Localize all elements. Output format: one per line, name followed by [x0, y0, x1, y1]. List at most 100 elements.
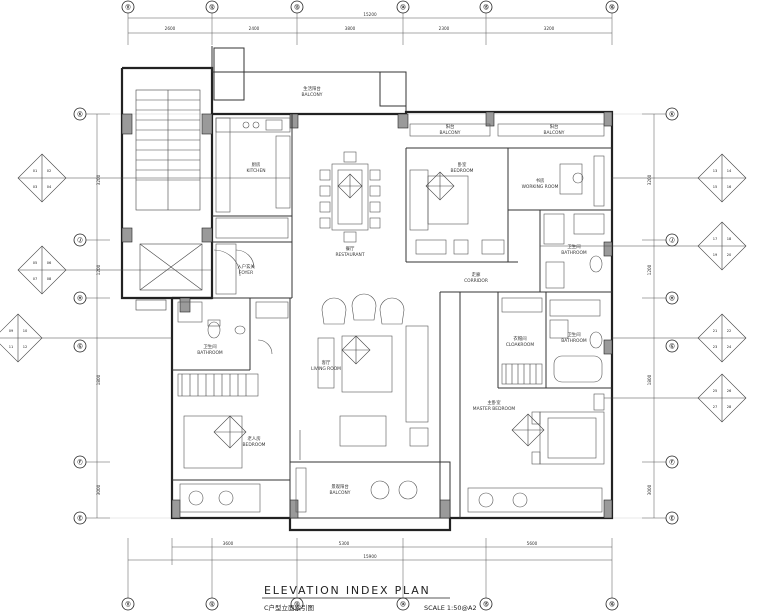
- axis-marker: Ⓚ: [669, 111, 674, 118]
- living-furniture: [299, 293, 429, 460]
- dim-right: 1200: [647, 264, 652, 275]
- axis-marker: ⑫: [209, 601, 214, 608]
- room-label-en: BALCONY: [302, 92, 323, 98]
- room-label-cn: 厨房: [252, 161, 261, 168]
- dim-top-overall: 15200: [363, 12, 377, 17]
- tag-number: 27: [713, 405, 718, 409]
- room-label-cn: 卫生间: [203, 343, 216, 350]
- tag-number: 01: [33, 169, 38, 173]
- axis-marker: Ⓕ: [669, 459, 674, 466]
- room-label-cn: 阳台: [550, 123, 559, 130]
- room-label-en: BALCONY: [330, 490, 351, 496]
- room-label-en: BATHROOM: [561, 338, 587, 344]
- room-label-en: BATHROOM: [197, 350, 223, 356]
- room-label-cn: 卫生间: [567, 331, 580, 338]
- room-label-cn: 主卧室: [487, 399, 501, 406]
- bath-b-fixtures: [543, 213, 605, 289]
- axis-marker: Ⓙ: [669, 237, 674, 244]
- axis-marker: ⑬: [294, 601, 299, 608]
- tag-number: 24: [727, 345, 732, 349]
- plan-subtitle: C户型立面索引图: [264, 603, 314, 612]
- room-label-cn: 书房: [536, 177, 545, 184]
- title-block: ELEVATION INDEX PLAN C户型立面索引图 SCALE 1:50…: [262, 584, 477, 612]
- index-tag-right-2: 17 18 19 20: [697, 221, 747, 271]
- dim-top-seg: 3800: [345, 26, 356, 31]
- index-tag-left-1: 01 02 03 04: [17, 153, 67, 203]
- dim-right: 3000: [647, 484, 652, 495]
- tag-number: 08: [47, 277, 52, 281]
- room-label-cn: 客厅: [322, 359, 331, 366]
- left-dimensions: 3200 1200 1800 3000 Ⓚ Ⓙ Ⓗ Ⓖ Ⓕ Ⓔ: [73, 107, 110, 525]
- room-label-cn: 景观阳台: [331, 483, 349, 490]
- bottom-axis-markers: ⑪ ⑫ ⑬ ⑭ ⑮ ⑯: [121, 597, 619, 611]
- room-label-en: BALCONY: [440, 130, 461, 136]
- tag-number: 09: [9, 329, 14, 333]
- dim-top-seg: 2400: [249, 26, 260, 31]
- tag-number: 26: [727, 389, 732, 393]
- axis-marker: ⑭: [400, 601, 405, 608]
- dim-left: 3200: [96, 174, 101, 185]
- bath-a-fixtures: [177, 249, 289, 355]
- room-label-en: RESTAURANT: [335, 252, 364, 258]
- dim-bottom-overall: 15900: [363, 554, 377, 559]
- tag-number: 21: [713, 329, 718, 333]
- plan-title: ELEVATION INDEX PLAN: [264, 584, 431, 597]
- tag-number: 28: [727, 405, 732, 409]
- dim-top-seg: 3200: [544, 26, 555, 31]
- room-label-en: BATHROOM: [561, 250, 587, 256]
- top-axis-markers: ⑪ ⑫ ⑬ ⑭ ⑮ ⑯: [121, 0, 619, 14]
- bedroom-a-furniture: [409, 123, 605, 255]
- dim-left: 1800: [96, 374, 101, 385]
- dim-right: 1800: [647, 374, 652, 385]
- room-label-cn: 衣帽间: [513, 335, 526, 342]
- tag-number: 16: [727, 185, 732, 189]
- tag-number: 04: [47, 185, 52, 189]
- room-label-en: CLOAKROOM: [506, 342, 535, 348]
- room-label-cn: 餐厅: [346, 245, 355, 252]
- dim-left: 3000: [96, 484, 101, 495]
- axis-marker: Ⓕ: [77, 459, 82, 466]
- tag-number: 10: [23, 329, 28, 333]
- bottom-dimensions: 3600 5300 5600 15900: [127, 538, 613, 600]
- tag-number: 06: [47, 261, 52, 265]
- index-tag-left-3: 09 10 11 12: [0, 313, 43, 363]
- tag-number: 19: [713, 253, 718, 257]
- room-label-cn: 阳台: [446, 123, 455, 130]
- axis-marker: ⑪: [125, 601, 130, 608]
- axis-marker: Ⓖ: [669, 343, 674, 350]
- axis-marker: ⑮: [483, 4, 488, 11]
- index-tags: 01 02 03 04 05 06 07 08 09 10 11 12: [0, 153, 747, 449]
- tag-number: 18: [727, 237, 732, 241]
- tag-number: 25: [713, 389, 718, 393]
- interior-walls: [172, 114, 612, 518]
- axis-marker: Ⓚ: [77, 111, 82, 118]
- tag-number: 05: [33, 261, 38, 265]
- room-label-en: BEDROOM: [451, 168, 474, 174]
- room-label-en: FOYER: [239, 270, 253, 276]
- index-tag-right-1: 13 14 15 16: [697, 153, 747, 203]
- outer-walls: [120, 46, 614, 532]
- dim-bottom-seg: 5300: [339, 541, 350, 546]
- room-label-en: BALCONY: [544, 130, 565, 136]
- kitchen-fixtures: [215, 117, 291, 295]
- room-label-en: KITCHEN: [246, 168, 265, 174]
- tag-number: 02: [47, 169, 52, 173]
- axis-marker: Ⓗ: [669, 295, 674, 302]
- dim-right: 3200: [647, 174, 652, 185]
- dim-top-seg: 2600: [165, 26, 176, 31]
- columns: [121, 111, 613, 519]
- axis-marker: Ⓔ: [669, 515, 674, 522]
- room-label-cn: 走廊: [472, 271, 481, 278]
- axis-marker: ⑭: [400, 4, 405, 11]
- axis-marker: ⑮: [483, 601, 488, 608]
- stair-core: [135, 89, 203, 311]
- right-dimensions: 3200 1200 1800 3000 Ⓚ Ⓙ Ⓗ Ⓖ Ⓕ Ⓔ: [642, 107, 679, 525]
- axis-marker: Ⓗ: [77, 295, 82, 302]
- dim-top-seg: 2300: [439, 26, 450, 31]
- axis-marker: ⑬: [294, 4, 299, 11]
- tag-number: 22: [727, 329, 732, 333]
- index-tag-right-4: 25 26 27 28: [697, 373, 747, 423]
- cloakroom-furniture: [501, 297, 543, 385]
- plan-scale: SCALE 1:50@A2: [424, 604, 477, 612]
